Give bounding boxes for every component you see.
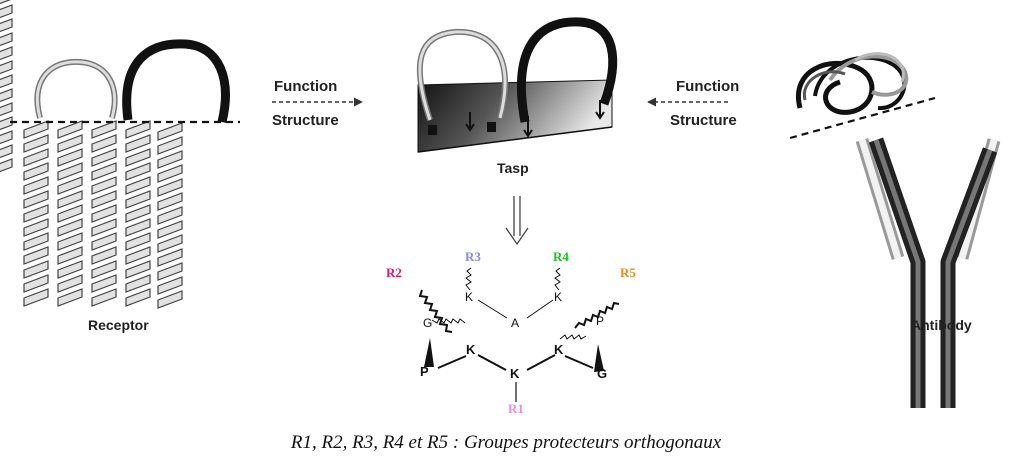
group-r4: R4 [553,249,569,264]
residue-g-left: G [423,316,433,330]
residue-p-left: P [420,364,429,379]
down-double-arrow [505,196,529,246]
residue-p-right: P [596,314,605,328]
wedge-p-g [594,344,604,372]
tasp-loop-black [516,17,618,123]
residue-k-r4: K [554,290,563,304]
group-r2: R2 [386,265,402,280]
residue-k-left: K [466,342,476,357]
residue-k-mid: K [510,366,520,381]
group-r1: R1 [508,401,524,416]
tasp-label: Tasp [497,160,529,176]
receptor-label: Receptor [88,317,149,333]
antibody-label: Antibody [911,317,972,333]
receptor-loop-black [122,39,230,124]
scaffold-bonds [418,267,620,402]
structure-label-left: Structure [272,112,339,129]
function-label-right: Function [676,78,740,95]
antibody-binding-loops [795,52,909,115]
group-r5: R5 [620,265,636,280]
structure-label-right: Structure [670,112,737,129]
tasp-plate [417,79,613,153]
group-r3: R3 [465,249,481,264]
function-label-left: Function [274,78,338,95]
receptor-helix-bundle [0,0,13,173]
residue-k-right: K [554,342,564,357]
residue-a: A [511,316,520,330]
residue-k-r3: K [465,290,474,304]
antibody-dashed-line [789,96,936,140]
figure-caption: R1, R2, R3, R4 et R5 : Groupes protecteu… [290,432,722,453]
antibody-heavy-chain-left [868,137,926,408]
receptor-illustration [0,0,240,309]
antibody-illustration [789,52,1001,408]
residue-g-right: G [597,366,608,381]
wedge-g-p [424,338,434,367]
tasp-illustration [416,17,618,153]
